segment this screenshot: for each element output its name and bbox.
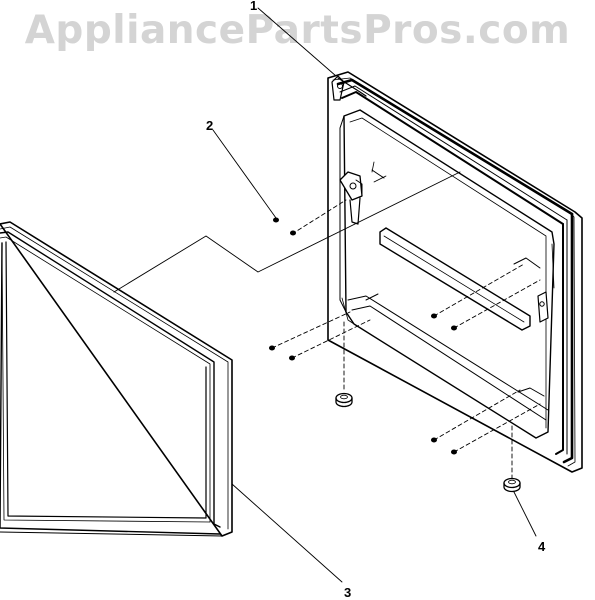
leader-lines: [113, 7, 541, 583]
door-stop-parts: [335, 392, 521, 493]
screw-parts: [269, 217, 457, 455]
callout-1: 1: [250, 0, 257, 13]
door-part: [327, 71, 583, 473]
callout-3: 3: [344, 585, 351, 600]
watermark-logo: AppliancePartsPros.com: [24, 8, 571, 53]
callout-2: 2: [206, 118, 213, 133]
gasket-part: [0, 221, 233, 537]
callout-4: 4: [538, 539, 546, 554]
